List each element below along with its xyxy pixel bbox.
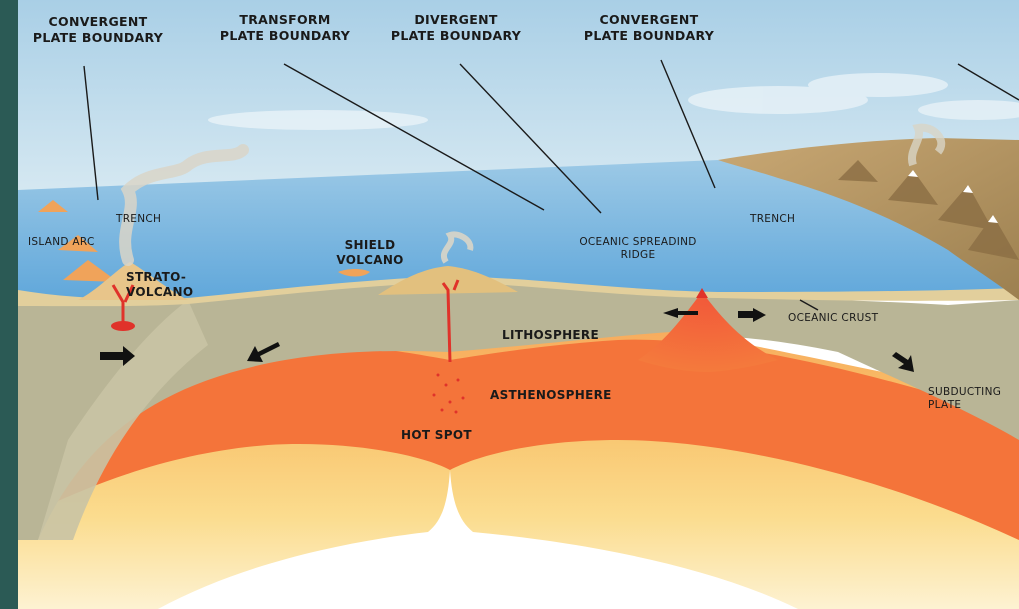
strato-magma-chamber xyxy=(111,321,135,331)
label-trench-right: TRENCH xyxy=(750,213,795,226)
label-oceanic-spreading-ridge: OCEANIC SPREADIND RIDGE xyxy=(563,236,713,262)
label-trench-left: TRENCH xyxy=(116,213,161,226)
label-lithosphere: LITHOSPHERE xyxy=(502,328,599,343)
label-oceanic-crust: OCEANIC CRUST xyxy=(788,312,878,325)
label-strato-volcano: STRATO- VOLCANO xyxy=(126,270,193,300)
label-subducting-plate: SUBDUCTING PLATE xyxy=(928,386,1001,412)
plate-tectonics-diagram: CONVERGENT PLATE BOUNDARY TRANSFORM PLAT… xyxy=(18,0,1019,609)
label-asthenosphere: ASTHENOSPHERE xyxy=(490,388,612,403)
label-convergent-left: CONVERGENT PLATE BOUNDARY xyxy=(18,14,178,45)
label-divergent: DIVERGENT PLATE BOUNDARY xyxy=(376,12,536,43)
label-hot-spot: HOT SPOT xyxy=(401,428,472,443)
label-transform: TRANSFORM PLATE BOUNDARY xyxy=(196,12,374,43)
cross-section-illustration xyxy=(18,0,1019,609)
label-shield-volcano: SHIELD VOLCANO xyxy=(330,238,410,268)
label-convergent-right: CONVERGENT PLATE BOUNDARY xyxy=(568,12,730,43)
label-island-arc: ISLAND ARC xyxy=(28,236,95,249)
